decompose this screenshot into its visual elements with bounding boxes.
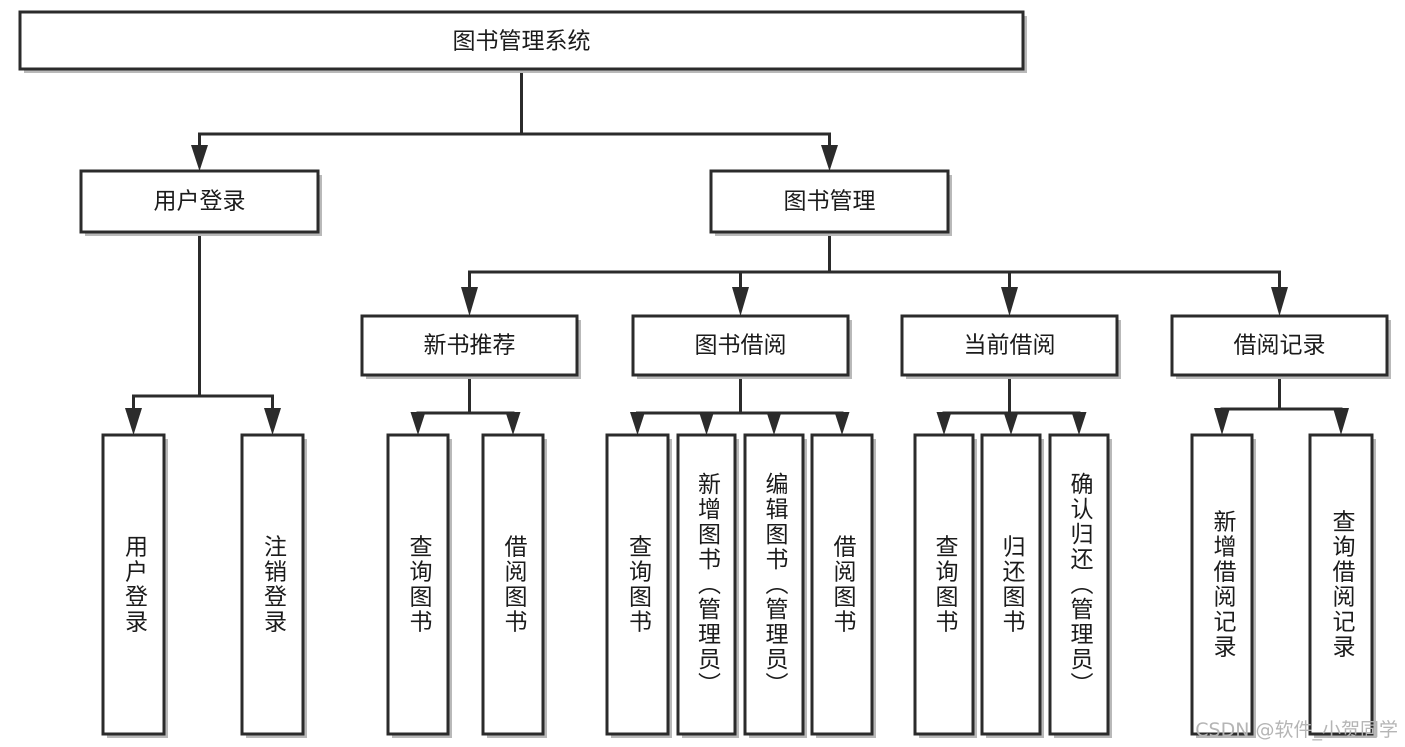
arrow-head-book-borrow <box>732 287 749 316</box>
leaf-query-book-rec[interactable]: 查询图书 <box>386 433 452 738</box>
node-root[interactable]: 图书管理系统 <box>18 10 1027 73</box>
arrow-head-leaf-return-book <box>1003 412 1019 435</box>
node-book-borrow[interactable]: 图书借阅 <box>631 314 852 379</box>
arrow-head-borrow-record <box>1271 287 1288 316</box>
leaf-query-book-rec-label: 查询图书 <box>405 535 433 635</box>
arrow-head-leaf-add-book-admin <box>699 412 714 435</box>
leaf-return-book[interactable]: 归还图书 <box>980 433 1044 738</box>
leaf-add-book-admin-box <box>676 433 737 736</box>
node-book-manage-label: 图书管理 <box>784 189 876 215</box>
leaf-confirm-return-admin[interactable]: 确认归还（管理员） <box>1048 433 1112 738</box>
arrow-head-leaf-borrow-book-rec <box>505 412 521 435</box>
leaf-query-book-current-label: 查询图书 <box>931 535 959 635</box>
leaf-add-book-admin-label: 新增图书（管理员） <box>694 472 722 697</box>
node-user-login-label: 用户登录 <box>154 189 246 215</box>
arrow-head-leaf-query-book-current <box>936 412 952 435</box>
connector-layer <box>125 67 1349 435</box>
leaf-edit-book-admin-label: 编辑图书（管理员） <box>761 472 789 697</box>
leaf-borrow-book-rec-box <box>481 433 545 736</box>
leaf-borrow-book-box <box>810 433 874 736</box>
node-root-box <box>18 10 1025 71</box>
arrow-head-current-borrow <box>1001 287 1018 316</box>
node-user-login-box <box>79 169 320 234</box>
arrow-head-new-book-recommend <box>461 287 478 316</box>
leaf-query-borrow-record[interactable]: 查询借阅记录 <box>1308 433 1376 738</box>
leaf-borrow-book-rec-label: 借阅图书 <box>500 535 528 635</box>
watermark-label: CSDN @软件_小贺同学 <box>1195 719 1398 741</box>
leaf-query-borrow-record-box <box>1308 433 1374 736</box>
leaf-add-borrow-record-label: 新增借阅记录 <box>1209 510 1237 660</box>
node-borrow-record-label: 借阅记录 <box>1234 333 1326 359</box>
node-borrow-record-box <box>1170 314 1389 377</box>
leaf-return-book-box <box>980 433 1042 736</box>
leaf-logout-login[interactable]: 注销登录 <box>240 433 307 738</box>
leaf-edit-book-admin[interactable]: 编辑图书（管理员） <box>743 433 807 738</box>
leaf-edit-book-admin-box <box>743 433 805 736</box>
leaf-add-borrow-record-box <box>1190 433 1254 736</box>
arrow-head-book-manage <box>821 145 838 171</box>
leaf-query-book-current-box <box>913 433 975 736</box>
leaf-add-borrow-record[interactable]: 新增借阅记录 <box>1190 433 1256 738</box>
node-current-borrow-label: 当前借阅 <box>964 333 1056 359</box>
leaf-borrow-book-label: 借阅图书 <box>829 535 857 635</box>
node-current-borrow[interactable]: 当前借阅 <box>900 314 1121 379</box>
leaf-user-login[interactable]: 用户登录 <box>101 433 168 738</box>
node-book-manage[interactable]: 图书管理 <box>709 169 952 236</box>
node-new-book-recommend-label: 新书推荐 <box>424 333 516 359</box>
node-new-book-recommend-box <box>360 314 579 377</box>
node-book-manage-box <box>709 169 950 234</box>
leaf-logout-login-box <box>240 433 305 736</box>
arrow-head-leaf-query-book-rec <box>410 412 426 435</box>
node-borrow-record[interactable]: 借阅记录 <box>1170 314 1391 379</box>
node-book-borrow-box <box>631 314 850 377</box>
arrow-head-leaf-logout-login <box>264 408 281 435</box>
arrow-head-leaf-query-book-borrow <box>630 412 645 435</box>
leaf-query-book-current[interactable]: 查询图书 <box>913 433 977 738</box>
leaf-query-book-rec-box <box>386 433 450 736</box>
arrow-head-leaf-add-borrow-record <box>1214 408 1230 435</box>
leaf-return-book-label: 归还图书 <box>998 535 1026 635</box>
leaf-query-book-borrow-box <box>605 433 670 736</box>
leaf-borrow-book[interactable]: 借阅图书 <box>810 433 876 738</box>
arrow-head-leaf-borrow-book <box>834 412 850 435</box>
node-user-login[interactable]: 用户登录 <box>79 169 322 236</box>
leaf-add-book-admin[interactable]: 新增图书（管理员） <box>676 433 739 738</box>
leaf-logout-login-label: 注销登录 <box>260 535 288 635</box>
arrow-head-leaf-query-borrow-record <box>1333 408 1349 435</box>
arrow-head-leaf-confirm-return-admin <box>1071 412 1087 435</box>
leaf-query-book-borrow[interactable]: 查询图书 <box>605 433 672 738</box>
arrow-head-leaf-edit-book-admin <box>766 412 782 435</box>
node-new-book-recommend[interactable]: 新书推荐 <box>360 314 581 379</box>
arrow-head-user-login <box>191 145 208 171</box>
leaf-query-book-borrow-label: 查询图书 <box>625 535 653 635</box>
node-book-borrow-label: 图书借阅 <box>695 333 787 359</box>
leaf-borrow-book-rec[interactable]: 借阅图书 <box>481 433 547 738</box>
leaf-confirm-return-admin-box <box>1048 433 1110 736</box>
leaf-user-login-label: 用户登录 <box>121 535 149 635</box>
leaf-query-borrow-record-label: 查询借阅记录 <box>1328 510 1356 660</box>
leaf-confirm-return-admin-label: 确认归还（管理员） <box>1066 472 1094 697</box>
leaf-user-login-box <box>101 433 166 736</box>
node-current-borrow-box <box>900 314 1119 377</box>
arrow-head-leaf-user-login <box>125 408 142 435</box>
node-root-label: 图书管理系统 <box>453 29 591 55</box>
